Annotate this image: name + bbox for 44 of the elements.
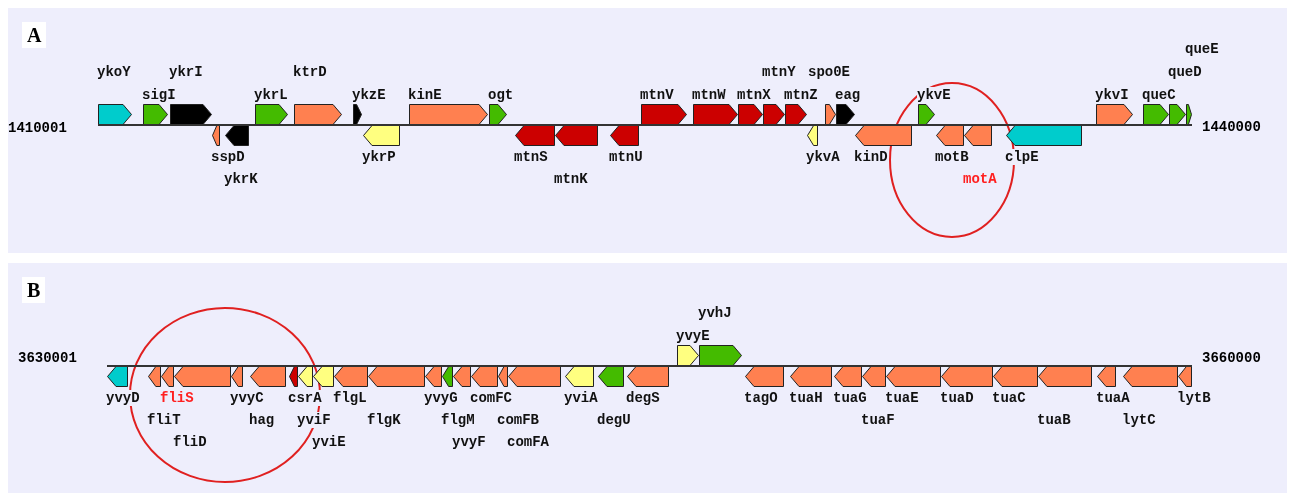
gene-label: ogt bbox=[488, 87, 514, 103]
coordinate-label: 1410001 bbox=[8, 120, 67, 136]
gene-label: sigI bbox=[142, 87, 176, 103]
gene-label: yviA bbox=[564, 390, 598, 406]
gene-label: ykvE bbox=[917, 87, 951, 103]
gene-label: yvyD bbox=[106, 390, 140, 406]
gene-label: ykrI bbox=[169, 64, 203, 80]
gene-label: csrA bbox=[288, 390, 322, 406]
gene-label: yviF bbox=[297, 412, 331, 428]
gene-label: hag bbox=[249, 412, 275, 428]
panel-letter: A bbox=[22, 22, 47, 48]
gene-label: yviE bbox=[312, 434, 346, 450]
coordinate-label: 1440000 bbox=[1202, 119, 1261, 135]
panel-background bbox=[8, 263, 1287, 493]
panel-background bbox=[8, 8, 1287, 253]
gene-label: ykzE bbox=[352, 87, 386, 103]
gene-label: queD bbox=[1168, 64, 1202, 80]
panel-letter: B bbox=[22, 277, 46, 303]
gene-label: flgK bbox=[367, 412, 401, 428]
gene-label: ykvA bbox=[806, 149, 840, 165]
coordinate-label: 3660000 bbox=[1202, 350, 1261, 366]
gene-label: flgM bbox=[441, 412, 475, 428]
gene-label: ykvI bbox=[1095, 87, 1129, 103]
gene-label: ykrK bbox=[224, 171, 258, 187]
gene-label: yvyF bbox=[452, 434, 486, 450]
gene-label: yvyE bbox=[676, 328, 710, 344]
gene-label: ykrP bbox=[362, 149, 396, 165]
gene-label: degU bbox=[597, 412, 631, 428]
gene-label: flgL bbox=[333, 390, 367, 406]
gene-label: degS bbox=[626, 390, 660, 406]
gene-label: ykoY bbox=[97, 64, 131, 80]
gene-label: spo0E bbox=[808, 64, 850, 80]
gene-label: yvyG bbox=[424, 390, 458, 406]
gene-label: tagO bbox=[744, 390, 778, 406]
gene-label: lytC bbox=[1122, 412, 1156, 428]
gene-label: ykrL bbox=[254, 87, 288, 103]
gene-label: queE bbox=[1185, 41, 1219, 57]
gene-label: sspD bbox=[211, 149, 245, 165]
gene-label: clpE bbox=[1005, 149, 1039, 165]
gene-label: queC bbox=[1142, 87, 1176, 103]
gene-label: yvyC bbox=[230, 390, 264, 406]
coordinate-label: 3630001 bbox=[18, 350, 77, 366]
gene-label: lytB bbox=[1177, 390, 1211, 406]
gene-label: yvhJ bbox=[698, 305, 732, 321]
